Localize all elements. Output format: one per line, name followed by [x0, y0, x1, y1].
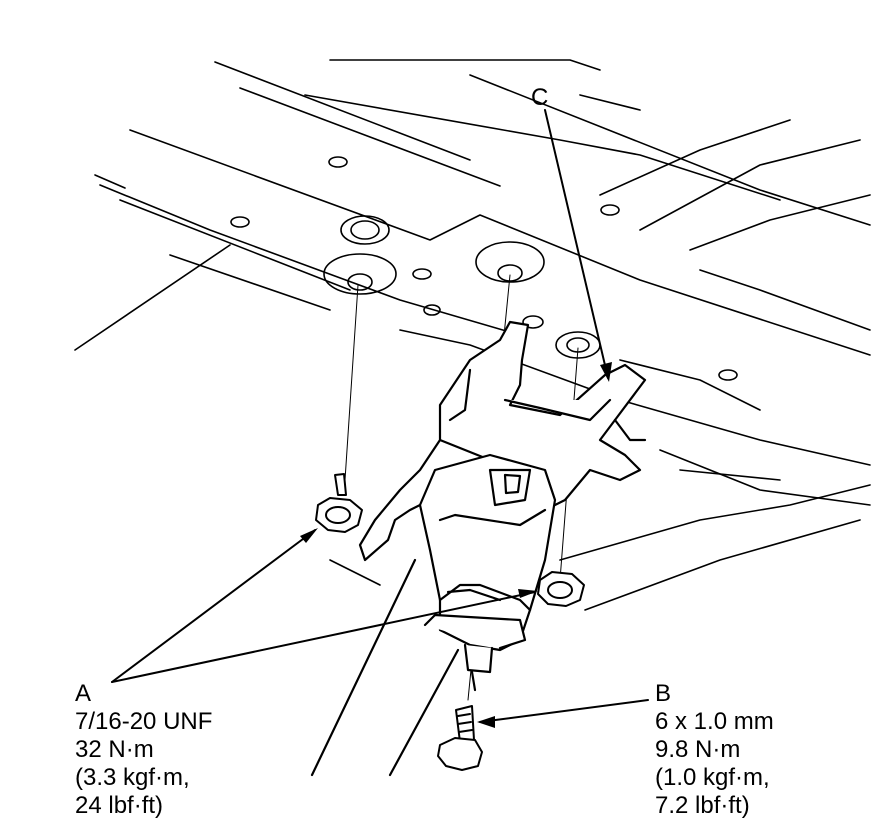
callout-a-torque-nm: 32 N·m: [75, 736, 154, 763]
bolt-a-right: [537, 571, 585, 607]
bolt-a-left: [315, 473, 363, 533]
floor-holes: [230, 156, 738, 381]
arrowheads: [300, 362, 612, 728]
callout-b: B 6 x 1.0 mm 9.8 N·m (1.0 kgf·m, 7.2 lbf…: [655, 680, 774, 820]
label-c: C: [531, 84, 549, 111]
floor-panel: [74, 59, 871, 611]
callout-a-torque-lbfft: 24 lbf·ft): [75, 792, 164, 819]
callout-b-torque-nm: 9.8 N·m: [655, 736, 741, 763]
callout-b-torque-lbfft: 7.2 lbf·ft): [655, 792, 750, 819]
callout-b-letter: B: [655, 680, 672, 707]
callout-a-torque-kgfm: (3.3 kgf·m,: [75, 764, 190, 791]
bolt-b: [437, 705, 483, 771]
callout-a-letter: A: [75, 680, 92, 707]
mounting-bracket: [358, 320, 647, 562]
cable-lines: [310, 558, 460, 777]
callout-b-thread: 6 x 1.0 mm: [655, 708, 774, 735]
callout-a-thread: 7/16-20 UNF: [75, 708, 213, 735]
callout-b-torque-kgfm: (1.0 kgf·m,: [655, 764, 770, 791]
leader-lines: [111, 109, 649, 723]
callout-a: A 7/16-20 UNF 32 N·m (3.3 kgf·m, 24 lbf·…: [75, 680, 212, 820]
sensor-housing: [418, 453, 557, 692]
